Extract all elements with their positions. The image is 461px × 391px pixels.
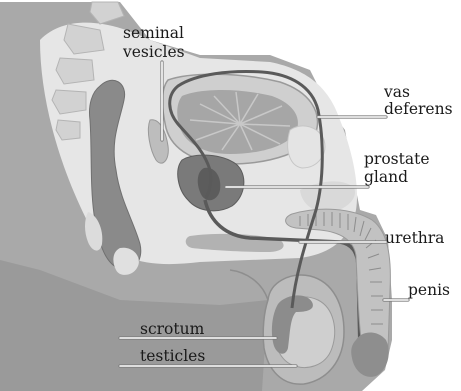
label-seminal-vesicles-line1: seminal: [123, 24, 184, 42]
label-prostate-gland-line1: prostate: [364, 150, 430, 168]
label-urethra: urethra: [385, 229, 444, 247]
label-vas-deferens-line2: deferens: [384, 100, 453, 118]
label-vas-deferens-line1: vas: [384, 83, 410, 101]
label-seminal-vesicles-line2: vesicles: [123, 43, 185, 61]
label-testicles: testicles: [140, 347, 205, 365]
label-prostate-gland-line2: gland: [364, 168, 408, 186]
label-scrotum: scrotum: [140, 320, 204, 338]
label-penis: penis: [408, 281, 450, 299]
